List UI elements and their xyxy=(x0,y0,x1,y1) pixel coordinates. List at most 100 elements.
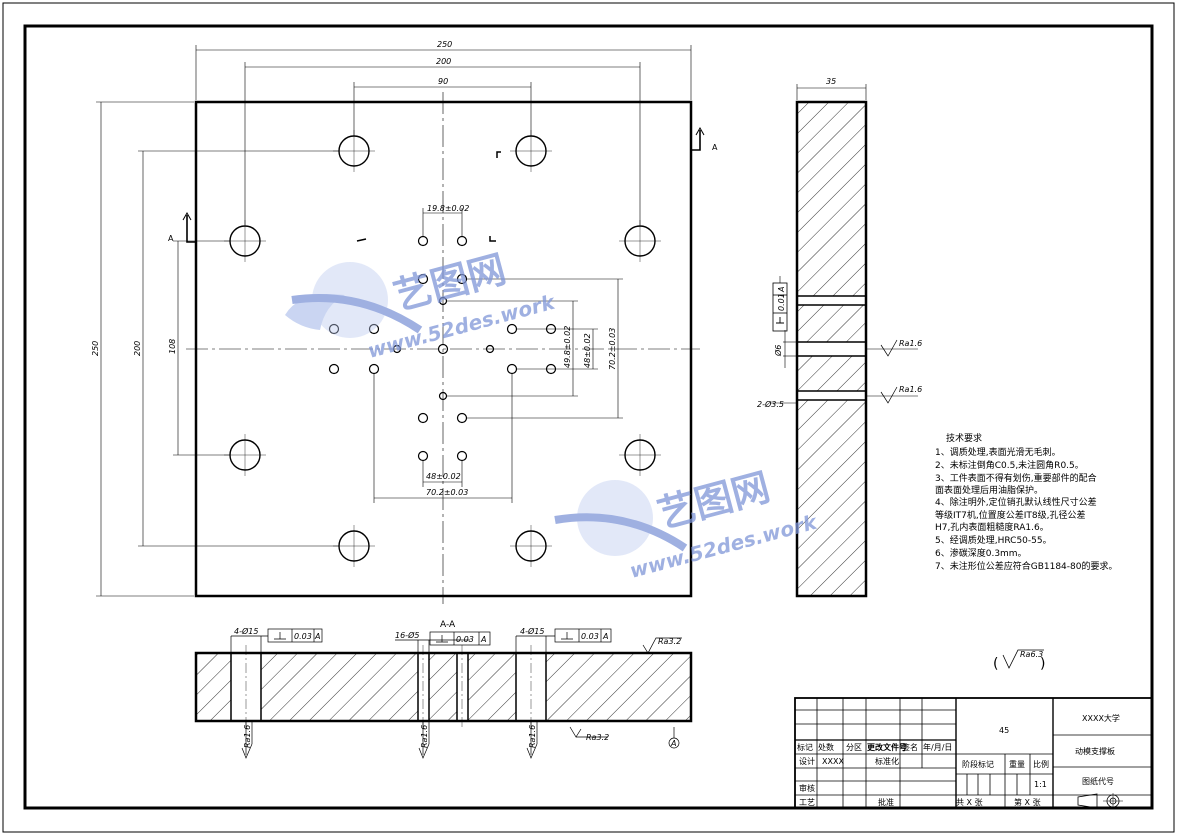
pin-hole xyxy=(328,323,340,335)
pin-hole xyxy=(485,344,495,354)
general-roughness-value: Ra6.3 xyxy=(1020,650,1043,659)
tb-scale: 1:1 xyxy=(1034,780,1047,789)
svg-text:(: ( xyxy=(993,656,998,672)
side-dia: Ø6 xyxy=(773,345,783,357)
note-line: H7,孔内表面粗糙度RA1.6。 xyxy=(935,523,1049,533)
pin-hole xyxy=(456,450,468,462)
tb-change-doc: 更改文件号 xyxy=(867,742,907,752)
general-roughness: ( Ra6.3 ) xyxy=(993,649,1045,672)
pin-hole xyxy=(438,296,448,306)
section-view: A-A 4-Ø15 16-Ø5 4-Ø15 0.03 A 0.03 A 0.03… xyxy=(194,620,693,759)
inner-frame xyxy=(23,24,1154,810)
section-mark-right: A xyxy=(712,143,718,152)
pin-hole xyxy=(438,391,448,401)
tol-datum-3: A xyxy=(602,632,608,641)
pin-hole xyxy=(368,323,380,335)
note-line: 5、经调质处理,HRC50-55。 xyxy=(935,536,1052,546)
pin-hole xyxy=(417,412,429,424)
dim-48: 48±0.02 xyxy=(583,333,592,368)
note-line: 1、调质处理,表面光滑无毛刺。 xyxy=(935,448,1061,458)
tol-value-3: 0.03 xyxy=(581,632,599,641)
note-line: 2、未标注倒角C0.5,未注圆角R0.5。 xyxy=(935,461,1084,471)
tb-date: 年/月/日 xyxy=(923,742,952,752)
callout-hole-3: 4-Ø15 xyxy=(520,626,544,636)
dim-side-thickness: 35 xyxy=(826,77,836,86)
ra-hole-2: Ra1.6 xyxy=(420,725,429,748)
dim-top-span: 90 xyxy=(438,77,448,86)
dim-pin-spacing: 19.8±0.02 xyxy=(427,204,469,213)
tb-standardize: 标准化 xyxy=(875,756,899,766)
dim-height-108: 108 xyxy=(168,339,177,354)
side-view: 35 Ra1.6 Ra1.6 Ø6 2-Ø3.5 0.01 A xyxy=(757,77,922,598)
dim-height-200: 200 xyxy=(133,341,142,356)
tb-qty: 处数 xyxy=(818,742,834,752)
callout-hole-1: 4-Ø15 xyxy=(234,626,258,636)
ra-bottom: Ra3.2 xyxy=(586,733,609,742)
pin-hole xyxy=(417,450,429,462)
section-outline xyxy=(194,651,693,723)
ra-top: Ra3.2 xyxy=(658,637,681,646)
pin-hole xyxy=(437,343,449,355)
tb-zone: 分区 xyxy=(846,743,862,752)
dim-overall-width: 250 xyxy=(437,40,452,49)
pin-hole xyxy=(417,273,429,285)
dim-bottom-70-2: 70.2±0.03 xyxy=(426,488,468,497)
tb-material: 45 xyxy=(999,726,1009,735)
svg-text:): ) xyxy=(1040,656,1045,672)
tb-drawing-code: 图纸代号 xyxy=(1082,776,1114,786)
note-line: 4、除注明外,定位销孔默认线性尺寸公差 xyxy=(935,498,1097,508)
tb-design: 设计 xyxy=(799,756,815,766)
pin-hole xyxy=(328,363,340,375)
ra-hole-1: Ra1.6 xyxy=(243,725,252,748)
pin-hole xyxy=(456,412,468,424)
tb-process: 工艺 xyxy=(799,798,815,807)
dim-49-8: 49.8±0.02 xyxy=(563,326,572,368)
tb-scale-label: 比例 xyxy=(1033,759,1049,769)
dim-hole-span: 200 xyxy=(436,57,451,66)
watermark-1: 艺图网 www.52des.work xyxy=(285,247,559,363)
pin-hole xyxy=(392,344,402,354)
tb-designer: XXXX xyxy=(822,757,844,766)
tb-part-name: 动模支撑板 xyxy=(1075,746,1115,756)
note-line: 7、未注形位公差应符合GB1184-80的要求。 xyxy=(935,562,1118,572)
ra-hole-3: Ra1.6 xyxy=(528,725,537,748)
side-tol-datum: A xyxy=(777,287,786,293)
datum-circle-label: A xyxy=(670,739,676,748)
tol-value-2: 0.03 xyxy=(456,635,474,644)
tb-total-sheets: 共 X 张 xyxy=(956,798,983,807)
note-line: 3、工件表面不得有划伤,重要部件的配合 xyxy=(935,474,1097,484)
note-line: 等级IT7机,位置度公差IT8级,孔径公差 xyxy=(935,511,1086,521)
pin-hole xyxy=(417,235,429,247)
tb-review: 审核 xyxy=(799,783,815,793)
tol-datum-1: A xyxy=(314,632,320,641)
dim-bottom-48: 48±0.02 xyxy=(426,472,461,481)
side-hole: 2-Ø3.5 xyxy=(757,399,784,409)
section-label: A-A xyxy=(440,620,456,630)
note-line: 面表面处理后用油脂保护。 xyxy=(935,486,1044,496)
section-mark-left: A xyxy=(168,234,174,243)
tb-school: XXXX大学 xyxy=(1082,713,1120,723)
tb-mark: 标记 xyxy=(797,742,813,752)
notes-title: 技术要求 xyxy=(946,434,983,444)
tb-weight: 重量 xyxy=(1009,759,1025,769)
tb-sheet-no: 第 X 张 xyxy=(1014,797,1041,807)
tb-approve: 批准 xyxy=(878,797,894,807)
side-ra-1: Ra1.6 xyxy=(899,339,922,348)
watermark-2: 艺图网 www.52des.work xyxy=(554,465,821,583)
tol-value-1: 0.03 xyxy=(294,632,312,641)
title-block: 45 XXXX大学 动模支撑板 图纸代号 标记 处数 分区 更改文件号 签名 年… xyxy=(794,697,1153,809)
tol-datum-2: A xyxy=(480,635,486,644)
dim-70-2: 70.2±0.03 xyxy=(608,328,617,370)
side-tol-value: 0.01 xyxy=(777,293,786,311)
pin-hole xyxy=(506,363,518,375)
tb-signature: 签名 xyxy=(902,742,918,752)
side-ra-2: Ra1.6 xyxy=(899,385,922,394)
pin-hole xyxy=(456,235,468,247)
callout-hole-2: 16-Ø5 xyxy=(395,630,419,640)
front-view: A A 250 200 90 250 200 108 xyxy=(91,40,718,604)
pin-hole xyxy=(368,363,380,375)
tb-stage-mark: 阶段标记 xyxy=(962,759,994,769)
